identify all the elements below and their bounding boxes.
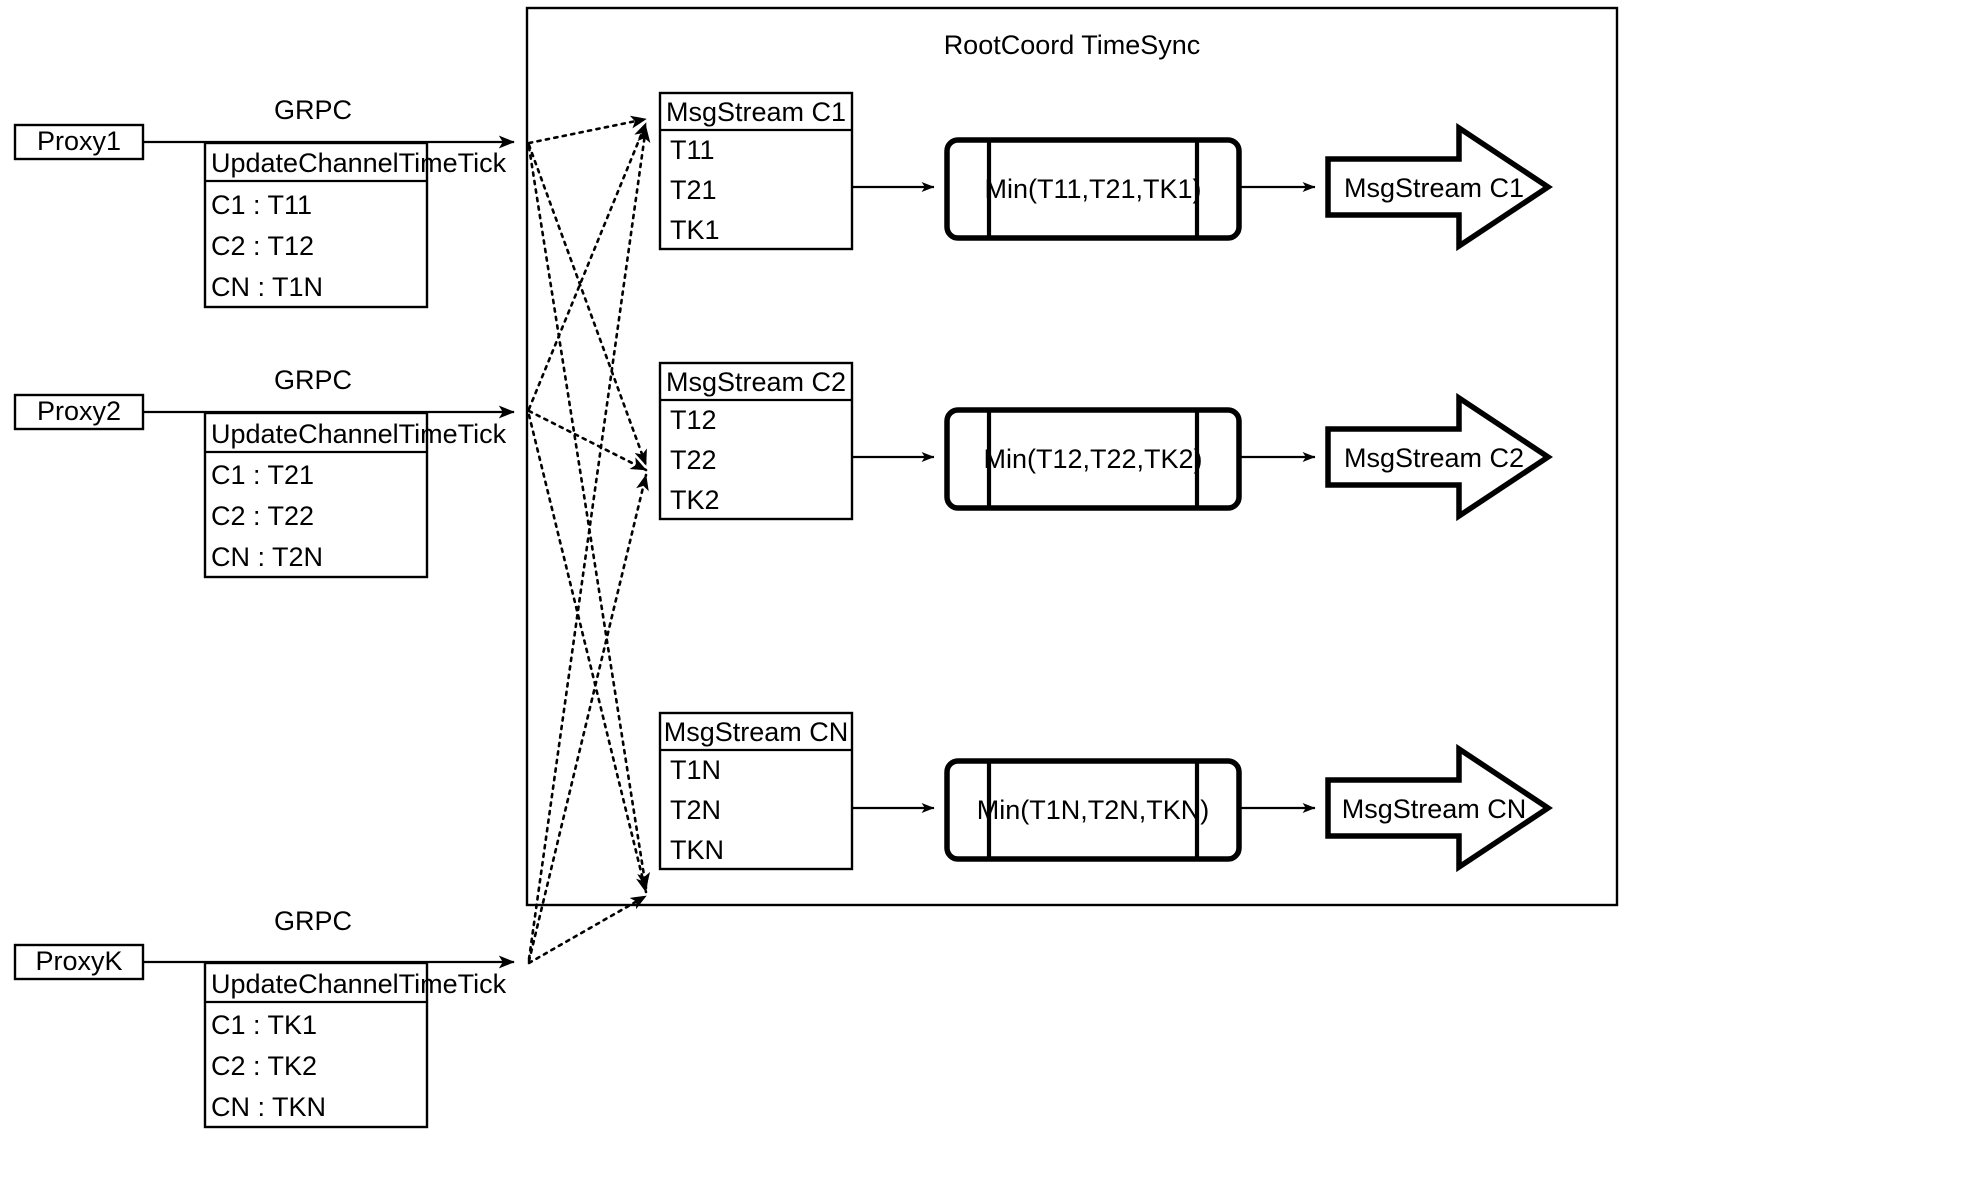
min-process-box-2: Min(T12,T22,TK2) [944, 407, 1242, 511]
rpc-title-1: UpdateChannelTimeTick [211, 148, 507, 178]
msgstream-title-2: MsgStream C2 [666, 367, 846, 397]
fanout-edge-pk-c2 [527, 473, 649, 963]
rpc-row-3-1: C2 : TK2 [211, 1051, 317, 1081]
timetick-fanout-edges [527, 115, 651, 965]
grpc-label-3: GRPC [274, 906, 352, 936]
msgstream-title-3: MsgStream CN [664, 717, 849, 747]
msgstream-tick-3-1: T2N [670, 795, 721, 825]
proxy-group-3: GRPC ProxyK UpdateChannelTimeTick C1 : T… [13, 906, 515, 1129]
output-block-arrow-1: MsgStream C1 [1325, 122, 1553, 252]
fanout-edge-p2-cn [527, 413, 649, 894]
min-label-3: Min(T1N,T2N,TKN) [977, 795, 1210, 825]
fanout-edge-p1-c1 [527, 115, 648, 145]
rpc-title-2: UpdateChannelTimeTick [211, 419, 507, 449]
rpc-card-3: UpdateChannelTimeTick C1 : TK1 C2 : TK2 … [203, 961, 507, 1129]
rpc-row-2-0: C1 : T21 [211, 460, 314, 490]
msgstream-card-1: MsgStream C1 T11 T21 TK1 [658, 91, 854, 251]
rpc-row-1-2: CN : T1N [211, 272, 323, 302]
grpc-label-2: GRPC [274, 365, 352, 395]
grpc-label-1: GRPC [274, 95, 352, 125]
fanout-edge-pk-cn [527, 894, 648, 965]
msgstream-card-2: MsgStream C2 T12 T22 TK2 [658, 361, 854, 521]
channel-group-1: MsgStream C1 T11 T21 TK1 Min(T11,T21,TK1… [658, 91, 1553, 252]
msgstream-tick-2-0: T12 [670, 405, 717, 435]
rpc-card-2: UpdateChannelTimeTick C1 : T21 C2 : T22 … [203, 411, 507, 579]
min-label-1: Min(T11,T21,TK1) [984, 174, 1201, 204]
proxy-group-1: GRPC Proxy1 UpdateChannelTimeTick C1 : T… [13, 95, 515, 309]
fanout-edge-p2-c1 [527, 121, 648, 411]
rpc-row-3-2: CN : TKN [211, 1092, 326, 1122]
proxy-box-1[interactable] [13, 123, 145, 161]
output-block-arrow-3: MsgStream CN [1325, 743, 1553, 873]
fanout-edge-pk-c1 [527, 125, 651, 961]
msgstream-tick-3-2: TKN [670, 835, 724, 865]
rpc-row-2-2: CN : T2N [211, 542, 323, 572]
msgstream-tick-1-0: T11 [670, 135, 715, 165]
proxy-group-2: GRPC Proxy2 UpdateChannelTimeTick C1 : T… [13, 365, 515, 579]
msgstream-tick-1-2: TK1 [670, 215, 720, 245]
rpc-row-3-0: C1 : TK1 [211, 1010, 317, 1040]
rpc-card-1: UpdateChannelTimeTick C1 : T11 C2 : T12 … [203, 141, 507, 309]
channel-group-2: MsgStream C2 T12 T22 TK2 Min(T12,T22,TK2… [658, 361, 1553, 522]
output-block-arrow-2: MsgStream C2 [1325, 392, 1553, 522]
fanout-edge-p1-c2 [527, 143, 648, 467]
min-process-box-3: Min(T1N,T2N,TKN) [944, 758, 1242, 862]
msgstream-title-1: MsgStream C1 [666, 97, 846, 127]
msgstream-tick-1-1: T21 [670, 175, 717, 205]
min-process-box-1: Min(T11,T21,TK1) [944, 137, 1242, 241]
msgstream-card-3: MsgStream CN T1N T2N TKN [658, 711, 854, 871]
rpc-title-3: UpdateChannelTimeTick [211, 969, 507, 999]
output-label-1: MsgStream C1 [1344, 173, 1524, 203]
proxy-label-2: Proxy2 [37, 396, 121, 426]
output-label-3: MsgStream CN [1342, 794, 1527, 824]
msgstream-tick-2-1: T22 [670, 445, 717, 475]
msgstream-tick-2-2: TK2 [670, 485, 720, 515]
proxy-box-3[interactable] [13, 943, 145, 981]
min-label-2: Min(T12,T22,TK2) [983, 444, 1202, 474]
channel-group-3: MsgStream CN T1N T2N TKN Min(T1N,T2N,TKN… [658, 711, 1553, 873]
output-label-2: MsgStream C2 [1344, 443, 1524, 473]
proxy-label-1: Proxy1 [37, 126, 121, 156]
container-title: RootCoord TimeSync [944, 30, 1201, 60]
proxy-label-3: ProxyK [35, 946, 122, 976]
msgstream-tick-3-0: T1N [670, 755, 721, 785]
rpc-row-1-1: C2 : T12 [211, 231, 314, 261]
rpc-row-1-0: C1 : T11 [211, 190, 312, 220]
rpc-row-2-1: C2 : T22 [211, 501, 314, 531]
